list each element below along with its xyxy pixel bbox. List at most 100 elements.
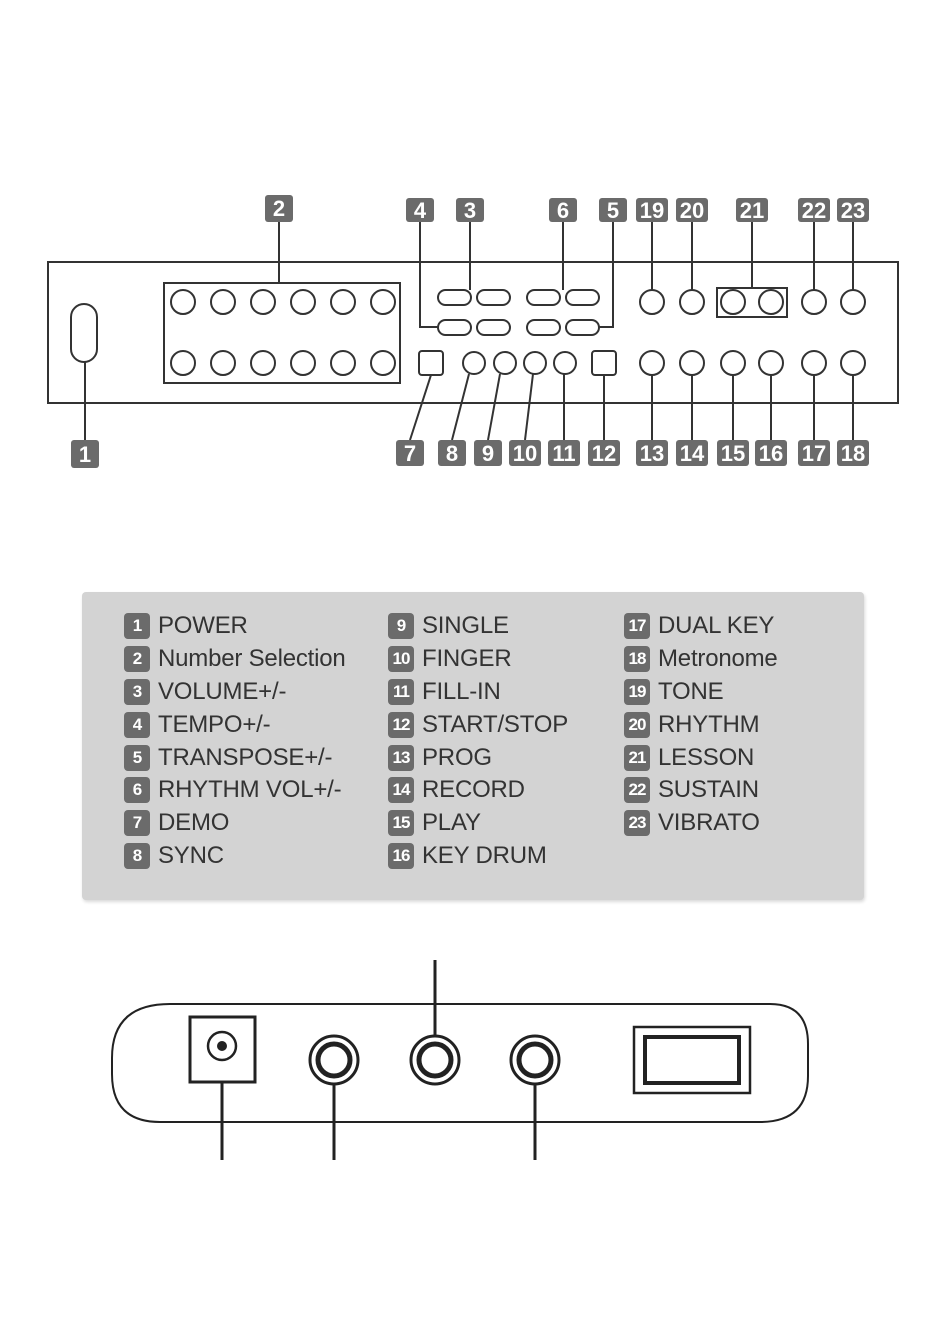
panel-outline xyxy=(47,261,899,404)
legend-label: TONE xyxy=(658,677,724,705)
leader-lines xyxy=(84,222,854,441)
number-button[interactable] xyxy=(170,289,196,315)
number-button[interactable] xyxy=(210,289,236,315)
callout-2: 2 xyxy=(265,195,293,222)
legend-label: FILL-IN xyxy=(422,677,501,705)
prog-button[interactable] xyxy=(639,350,665,376)
power-button[interactable] xyxy=(70,303,98,363)
number-button[interactable] xyxy=(210,350,236,376)
finger-button[interactable] xyxy=(523,351,547,375)
number-selection-buttons xyxy=(170,289,396,376)
tone-button[interactable] xyxy=(639,289,665,315)
legend-number: 6 xyxy=(124,777,150,804)
legend-number: 15 xyxy=(388,810,414,837)
svg-text:11: 11 xyxy=(552,441,575,466)
svg-text:3: 3 xyxy=(464,198,476,223)
tempo-up-button[interactable] xyxy=(437,319,472,336)
legend-label: RECORD xyxy=(422,776,525,804)
legend-number: 11 xyxy=(388,678,414,705)
legend-label: RHYTHM xyxy=(658,710,760,738)
lesson-button-a[interactable] xyxy=(720,289,746,315)
transpose-up-button[interactable] xyxy=(526,319,561,336)
svg-text:5: 5 xyxy=(607,198,619,223)
number-button[interactable] xyxy=(250,350,276,376)
legend-number: 3 xyxy=(124,678,150,705)
callout-20: 20 xyxy=(676,198,708,223)
rhythm-button[interactable] xyxy=(679,289,705,315)
legend-number: 23 xyxy=(624,810,650,837)
back-leader-lines xyxy=(220,960,537,1160)
legend-label: SINGLE xyxy=(422,612,509,640)
callout-15: 15 xyxy=(717,440,749,466)
legend-number: 22 xyxy=(624,777,650,804)
legend-label: VIBRATO xyxy=(658,809,760,837)
svg-text:19: 19 xyxy=(640,198,664,223)
audio-jack-3-inner xyxy=(516,1041,554,1079)
sync-button[interactable] xyxy=(462,351,486,375)
legend-number: 18 xyxy=(624,646,650,673)
play-button[interactable] xyxy=(720,350,746,376)
vibrato-button[interactable] xyxy=(840,289,866,315)
callout-13: 13 xyxy=(636,440,668,466)
sustain-button[interactable] xyxy=(801,289,827,315)
legend-label: TEMPO+/- xyxy=(158,710,271,738)
rhythm-vol-down-button[interactable] xyxy=(565,289,600,306)
callout-7: 7 xyxy=(396,440,424,466)
svg-text:13: 13 xyxy=(640,441,664,466)
metronome-button[interactable] xyxy=(840,350,866,376)
number-button[interactable] xyxy=(290,350,316,376)
dual-key-button[interactable] xyxy=(801,350,827,376)
number-button[interactable] xyxy=(370,350,396,376)
record-button[interactable] xyxy=(679,350,705,376)
number-button[interactable] xyxy=(250,289,276,315)
dc-jack-hole xyxy=(206,1030,238,1062)
volume-up-button[interactable] xyxy=(437,289,472,306)
tempo-down-button[interactable] xyxy=(476,319,511,336)
number-button[interactable] xyxy=(330,350,356,376)
lesson-button-b[interactable] xyxy=(758,289,784,315)
number-button[interactable] xyxy=(290,289,316,315)
callout-9: 9 xyxy=(474,440,502,466)
volume-down-button[interactable] xyxy=(476,289,511,306)
start-stop-button[interactable] xyxy=(591,350,617,376)
callout-21: 21 xyxy=(736,198,768,223)
back-panel-outline xyxy=(111,1003,809,1123)
audio-jack-2-inner xyxy=(416,1041,454,1079)
callout-14: 14 xyxy=(676,440,708,466)
svg-text:4: 4 xyxy=(414,198,427,223)
key-drum-button[interactable] xyxy=(758,350,784,376)
callout-4: 4 xyxy=(406,198,434,223)
transpose-down-button[interactable] xyxy=(565,319,600,336)
svg-text:2: 2 xyxy=(273,196,285,221)
fill-in-button[interactable] xyxy=(553,351,577,375)
power-switch[interactable] xyxy=(632,1025,752,1095)
callout-16: 16 xyxy=(755,440,787,466)
svg-text:22: 22 xyxy=(802,198,826,223)
single-button[interactable] xyxy=(493,351,517,375)
callout-12: 12 xyxy=(588,440,620,466)
power-switch-rocker xyxy=(643,1035,741,1085)
audio-jack-1-inner xyxy=(315,1041,353,1079)
demo-button[interactable] xyxy=(418,350,444,376)
legend-number: 2 xyxy=(124,646,150,673)
svg-text:12: 12 xyxy=(592,441,616,466)
svg-text:18: 18 xyxy=(841,441,865,466)
svg-text:16: 16 xyxy=(759,441,783,466)
number-button[interactable] xyxy=(170,350,196,376)
number-button[interactable] xyxy=(330,289,356,315)
legend-label: LESSON xyxy=(658,743,755,771)
rhythm-vol-up-button[interactable] xyxy=(526,289,561,306)
number-button[interactable] xyxy=(370,289,396,315)
